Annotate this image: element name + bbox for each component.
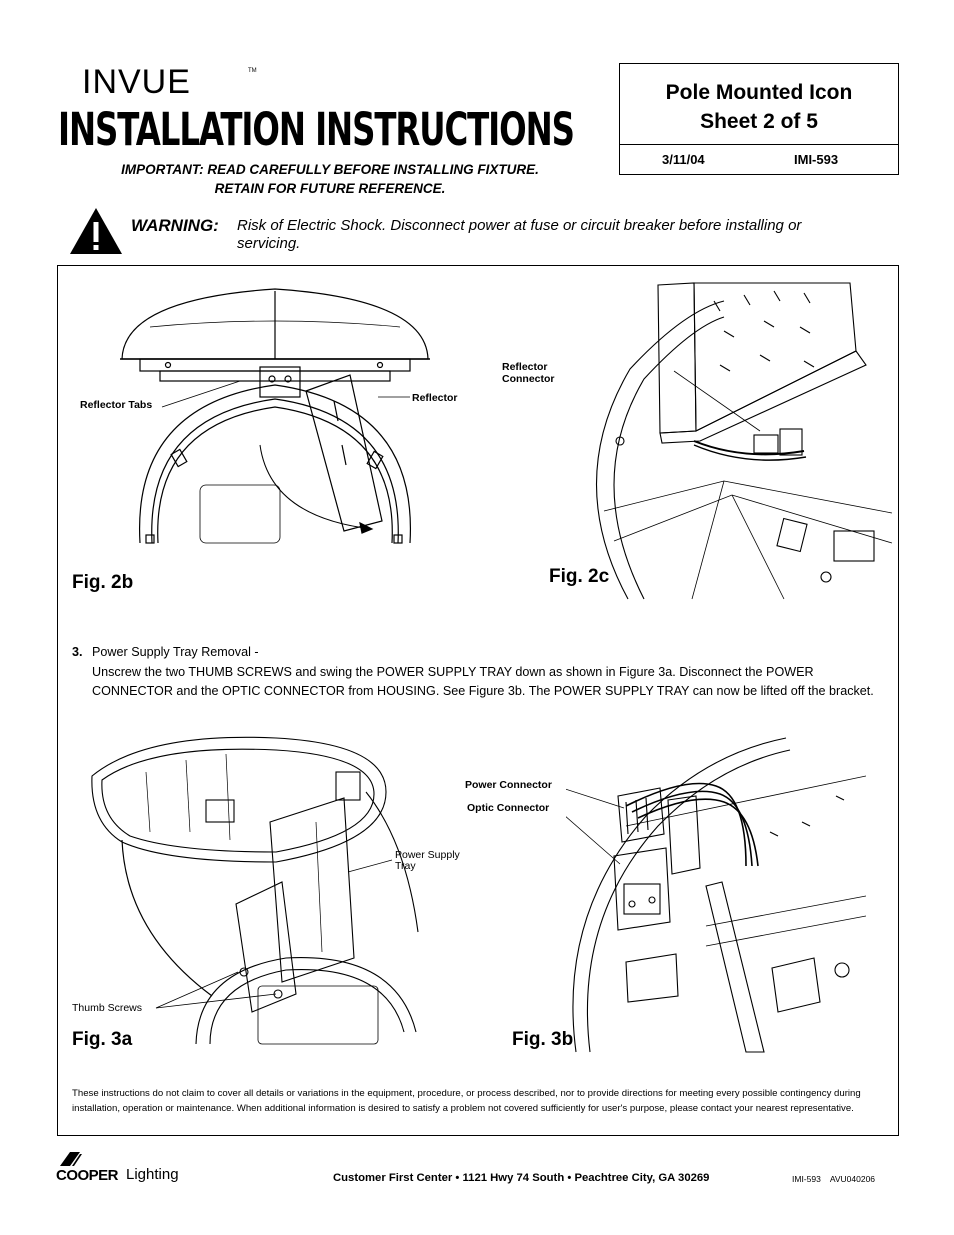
company-name-light: Lighting xyxy=(126,1166,179,1183)
page-title: INSTALLATION INSTRUCTIONS xyxy=(58,103,575,156)
fig-3b-label: Fig. 3b xyxy=(512,1029,574,1050)
footer-address: Customer First Center • 1121 Hwy 74 Sout… xyxy=(333,1172,710,1184)
fig-2c-drawing xyxy=(595,282,892,600)
warning-triangle-icon xyxy=(70,208,122,254)
footer-doc-code: IMI-593 xyxy=(792,1174,821,1184)
company-name-bold: COOPER xyxy=(56,1167,119,1184)
callout-power-supply-tray: Power Supply Tray xyxy=(395,850,460,872)
step-3-text: Unscrew the two THUMB SCREWS and swing t… xyxy=(92,664,874,699)
fig-2b-label: Fig. 2b xyxy=(72,572,134,593)
callout-power-supply-tray-line-1: Power Supply xyxy=(395,849,460,861)
step-3-body: Power Supply Tray Removal - Unscrew the … xyxy=(92,643,892,702)
sheet-date: 3/11/04 xyxy=(662,152,705,167)
cooper-lighting-logo: COOPER Lighting xyxy=(56,1150,206,1190)
disclaimer-text: These instructions do not claim to cover… xyxy=(72,1088,861,1114)
footer-codes: IMI-593 AVU040206 xyxy=(792,1174,875,1184)
callout-power-supply-tray-line-2: Tray xyxy=(395,860,416,872)
important-line-1: IMPORTANT: READ CAREFULLY BEFORE INSTALL… xyxy=(121,162,539,177)
sheet-info-box: Pole Mounted Icon Sheet 2 of 5 3/11/04 I… xyxy=(619,63,899,175)
invue-logo: INVUE TM xyxy=(82,62,257,108)
sheet-title-line-1: Pole Mounted Icon xyxy=(665,81,853,104)
fig-2c-label: Fig. 2c xyxy=(549,566,610,587)
callout-reflector-connector-line-1: Reflector xyxy=(502,361,548,373)
callout-thumb-screws: Thumb Screws xyxy=(72,1002,143,1014)
important-line-2: RETAIN FOR FUTURE REFERENCE. xyxy=(214,181,446,196)
warning-text: Risk of Electric Shock. Disconnect power… xyxy=(237,217,802,252)
callout-reflector-tabs: Reflector Tabs xyxy=(80,399,153,411)
warning-label: WARNING: xyxy=(131,216,219,235)
footer-doc-version: AVU040206 xyxy=(829,1174,876,1184)
trademark-mark: TM xyxy=(248,68,257,74)
important-notice: IMPORTANT: READ CAREFULLY BEFORE INSTALL… xyxy=(60,160,600,198)
callout-optic-connector: Optic Connector xyxy=(467,802,550,814)
fig-3a-drawing xyxy=(91,736,419,1045)
sheet-title: Pole Mounted Icon Sheet 2 of 5 xyxy=(620,78,898,136)
step-3-heading: Power Supply Tray Removal - xyxy=(92,645,259,659)
callout-power-connector: Power Connector xyxy=(465,779,552,791)
callout-reflector-connector-line-2: Connector xyxy=(502,373,555,385)
fig-3b-drawing xyxy=(566,737,866,1053)
cooper-logo-mark-icon xyxy=(60,1152,82,1166)
callout-reflector-connector: Reflector Connector xyxy=(502,361,555,385)
step-3-number: 3. xyxy=(72,645,83,659)
sheet-divider xyxy=(620,144,898,145)
fig-2b-drawing xyxy=(120,288,430,544)
sheet-title-line-2: Sheet 2 of 5 xyxy=(700,110,818,133)
brand-name: INVUE xyxy=(82,63,191,101)
callout-reflector: Reflector xyxy=(412,392,458,404)
instructions-panel xyxy=(57,265,899,1136)
fig-3a-label: Fig. 3a xyxy=(72,1029,133,1050)
sheet-code: IMI-593 xyxy=(794,152,839,167)
